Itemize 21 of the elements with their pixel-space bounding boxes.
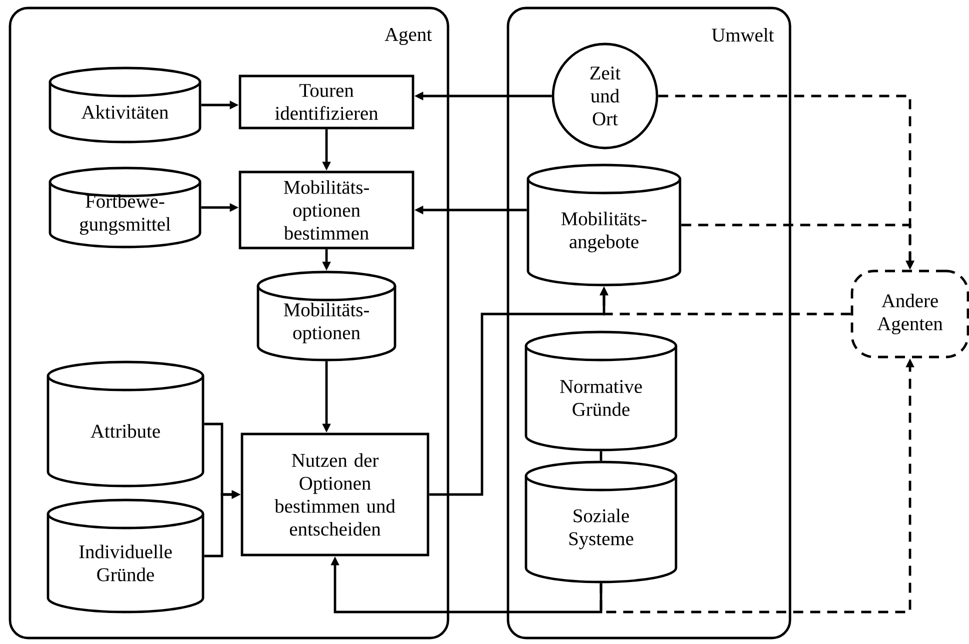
node-label: Individuelle Gründe — [79, 544, 172, 582]
database-cylinder: Normative Gründe — [524, 330, 678, 452]
node-label: Attribute — [90, 424, 160, 438]
database-cylinder: Mobilitäts- optionen — [256, 270, 396, 362]
database-cylinder: Soziale Systeme — [524, 460, 678, 584]
database-cylinder: Fortbewe- gungsmittel — [48, 166, 202, 248]
database-cylinder: Attribute — [46, 360, 204, 488]
node-label: Fortbewe- gungsmittel — [80, 194, 170, 235]
dashed-rounded-box: Andere Agenten — [850, 270, 969, 358]
database-cylinder: Aktivitäten — [48, 66, 202, 144]
node-label: Mobilitäts- angebote — [561, 212, 646, 252]
database-cylinder: Individuelle Gründe — [46, 498, 204, 614]
process-box: Nutzen der Optionen bestimmen und entscheiden — [240, 432, 430, 556]
circle-node: Zeit und Ort — [552, 42, 658, 150]
database-cylinder: Mobilitäts- angebote — [526, 164, 682, 286]
process-box: Touren identifizieren — [238, 74, 414, 130]
node-label: Mobilitäts- optionen — [284, 302, 369, 344]
node-label: Normative Gründe — [560, 380, 642, 416]
node-label: Soziale Systeme — [569, 508, 634, 550]
process-box: Mobilitäts- optionen bestimmen — [238, 170, 414, 250]
node-label: Aktivitäten — [81, 105, 168, 119]
